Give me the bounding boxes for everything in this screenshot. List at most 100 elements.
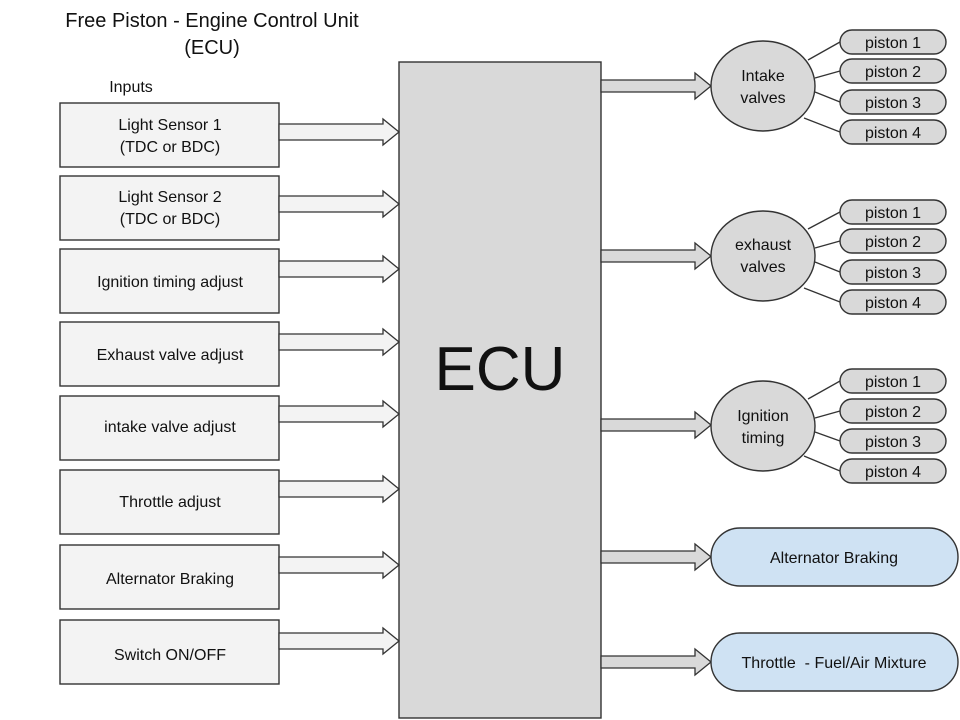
output-label: Alternator Braking	[770, 550, 898, 567]
output-arrow	[600, 542, 713, 572]
node-label-line1: exhaust	[735, 237, 792, 254]
inputs-group: Light Sensor 1 (TDC or BDC) Light Sensor…	[59, 102, 401, 685]
node-label-line1: Ignition	[737, 408, 789, 425]
node-label-line1: Intake	[741, 68, 785, 85]
connector-line	[807, 211, 841, 230]
piston-label: piston 3	[865, 95, 921, 112]
diagram-title-line2: (ECU)	[184, 37, 240, 59]
ecu-label: ECU	[435, 335, 566, 404]
input-label: Switch ON/OFF	[114, 647, 226, 664]
input-box	[59, 469, 280, 535]
input-box	[59, 544, 280, 610]
piston-pill	[839, 398, 947, 424]
input-arrow	[278, 189, 401, 219]
input-label: Ignition timing adjust	[97, 274, 243, 291]
input-alternator-braking: Alternator Braking	[59, 544, 401, 610]
piston-pill	[839, 259, 947, 285]
piston-pill	[839, 368, 947, 394]
connector-line	[814, 240, 841, 249]
piston-label: piston 2	[865, 404, 921, 421]
piston-label: piston 4	[865, 464, 921, 481]
output-arrow	[600, 647, 713, 677]
input-box	[59, 395, 280, 461]
piston-pill	[839, 228, 947, 254]
input-throttle-adjust: Throttle adjust	[59, 469, 401, 535]
connector-line	[803, 455, 841, 472]
node-label-line2: valves	[740, 259, 785, 276]
piston-label: piston 1	[865, 374, 921, 391]
connector-line	[814, 91, 841, 103]
piston-pill	[839, 29, 947, 55]
output-alternator-braking: Alternator Braking	[600, 527, 959, 587]
input-label-line1: Light Sensor 2	[118, 189, 221, 206]
piston-pill	[839, 199, 947, 225]
piston-pill	[839, 58, 947, 84]
input-arrow	[278, 626, 401, 656]
connector-line	[814, 70, 841, 79]
diagram-title-line1: Free Piston - Engine Control Unit	[65, 10, 359, 32]
input-label-line2: (TDC or BDC)	[120, 211, 220, 228]
piston-pill	[839, 89, 947, 115]
input-arrow	[278, 399, 401, 429]
input-box	[59, 102, 280, 168]
connector-line	[807, 380, 841, 400]
input-arrow	[278, 474, 401, 504]
inputs-heading: Inputs	[109, 79, 153, 96]
alternator-braking-node	[710, 527, 959, 587]
piston-label: piston 4	[865, 125, 921, 142]
connector-line	[803, 117, 841, 133]
input-box	[59, 321, 280, 387]
piston-label: piston 4	[865, 295, 921, 312]
piston-pill	[839, 458, 947, 484]
output-exhaust-valves: exhaust valves piston 1 piston 2 piston …	[600, 199, 947, 315]
piston-label: piston 1	[865, 35, 921, 52]
exhaust-valves-node	[710, 210, 816, 302]
input-label: intake valve adjust	[104, 419, 236, 436]
input-label-line1: Light Sensor 1	[118, 117, 221, 134]
input-box	[59, 175, 280, 241]
output-arrow	[600, 71, 713, 101]
piston-label: piston 2	[865, 64, 921, 81]
input-light-sensor-1: Light Sensor 1 (TDC or BDC)	[59, 102, 401, 168]
piston-label: piston 3	[865, 434, 921, 451]
connector-line	[803, 287, 841, 303]
output-ignition-timing: Ignition timing piston 1 piston 2 piston…	[600, 368, 947, 484]
input-arrow	[278, 254, 401, 284]
output-intake-valves: Intake valves piston 1 piston 2 piston 3…	[600, 29, 947, 145]
output-label: Throttle - Fuel/Air Mixture	[742, 655, 927, 672]
output-throttle-mixture: Throttle - Fuel/Air Mixture	[600, 632, 959, 692]
input-box	[59, 619, 280, 685]
connector-line	[807, 41, 841, 61]
input-label-line2: (TDC or BDC)	[120, 139, 220, 156]
connector-line	[814, 261, 841, 273]
input-label: Exhaust valve adjust	[97, 347, 244, 364]
input-light-sensor-2: Light Sensor 2 (TDC or BDC)	[59, 175, 401, 241]
ecu-block	[398, 61, 602, 719]
ignition-timing-node	[710, 380, 816, 472]
piston-label: piston 1	[865, 205, 921, 222]
input-switch-on-off: Switch ON/OFF	[59, 619, 401, 685]
input-ignition-timing-adjust: Ignition timing adjust	[59, 248, 401, 314]
input-label: Throttle adjust	[119, 494, 221, 511]
connector-line	[814, 431, 841, 442]
node-label-line2: timing	[742, 430, 785, 447]
output-arrow	[600, 241, 713, 271]
input-arrow	[278, 117, 401, 147]
connector-line	[814, 410, 841, 419]
piston-label: piston 3	[865, 265, 921, 282]
input-arrow	[278, 550, 401, 580]
piston-label: piston 2	[865, 234, 921, 251]
input-arrow	[278, 327, 401, 357]
node-label-line2: valves	[740, 90, 785, 107]
piston-pill	[839, 119, 947, 145]
input-label: Alternator Braking	[106, 571, 234, 588]
input-intake-valve-adjust: intake valve adjust	[59, 395, 401, 461]
input-exhaust-valve-adjust: Exhaust valve adjust	[59, 321, 401, 387]
piston-pill	[839, 428, 947, 454]
throttle-mixture-node	[710, 632, 959, 692]
output-arrow	[600, 410, 713, 440]
intake-valves-node	[710, 40, 816, 132]
piston-pill	[839, 289, 947, 315]
input-box	[59, 248, 280, 314]
